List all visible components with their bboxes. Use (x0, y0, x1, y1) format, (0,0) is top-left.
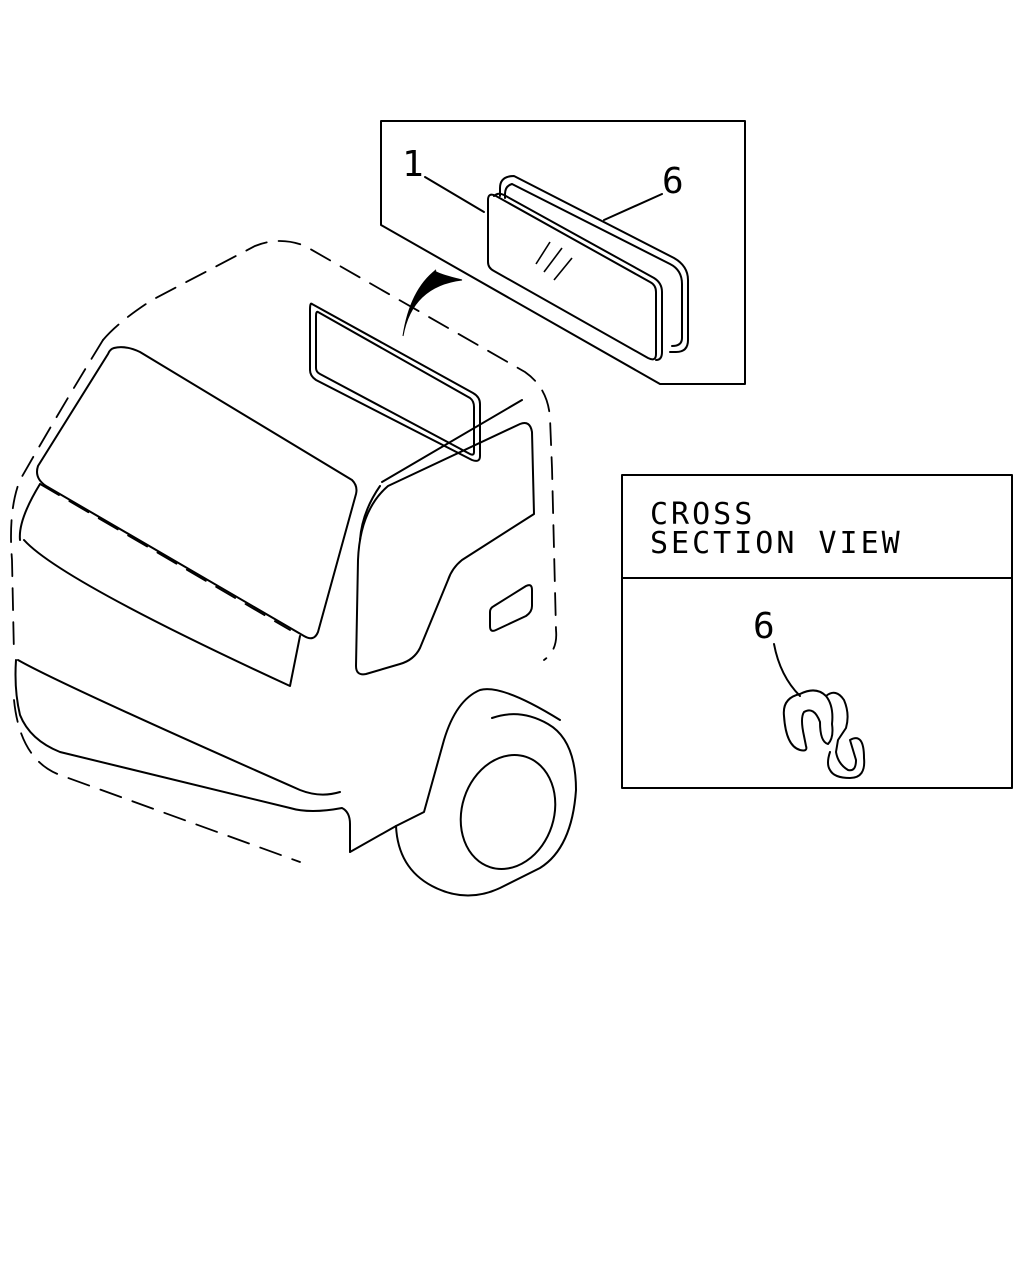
door-handle (489, 584, 533, 632)
cross-section-title-line2: SECTION VIEW (650, 526, 903, 561)
glass-panel-edge (493, 192, 663, 361)
rear-window-outer (309, 302, 481, 462)
cab-front-lower (13, 699, 301, 863)
callout-part-6: 6 (662, 161, 684, 202)
seal-profile (782, 689, 866, 779)
leader-line-part-6 (603, 193, 663, 221)
detail-inset: 1 6 (380, 120, 746, 385)
callout-section-part-6: 6 (753, 606, 775, 647)
cross-section-title-line1: CROSS (650, 497, 755, 532)
leader-line-section-part-6 (773, 643, 801, 697)
windshield-inner (39, 483, 291, 631)
wheel-hub (459, 754, 557, 870)
truck-cab (10, 240, 577, 897)
cab-left-outline (10, 339, 104, 656)
pointer-arrow (402, 269, 463, 337)
rear-window-inner (315, 310, 475, 456)
windshield-lower-frame (18, 483, 301, 687)
windshield-outline (36, 346, 358, 640)
glass-reflection-marks (535, 241, 573, 281)
seal-outline (499, 175, 689, 353)
cross-section-panel: CROSS SECTION VIEW 6 (621, 474, 1013, 789)
front-bumper (14, 659, 351, 853)
front-fender (349, 688, 561, 853)
door-outline (355, 422, 535, 676)
glass-panel-front (487, 193, 657, 361)
door-window-line (359, 399, 523, 541)
callout-part-1: 1 (402, 144, 424, 185)
detail-inset-frame (380, 120, 746, 385)
wheel-outer (395, 713, 577, 897)
leader-line-part-1 (424, 176, 485, 213)
cross-section-frame (621, 474, 1013, 789)
seal-inner-line (504, 183, 683, 347)
bumper-top-line (17, 659, 341, 796)
cab-roof-outline (102, 240, 558, 661)
